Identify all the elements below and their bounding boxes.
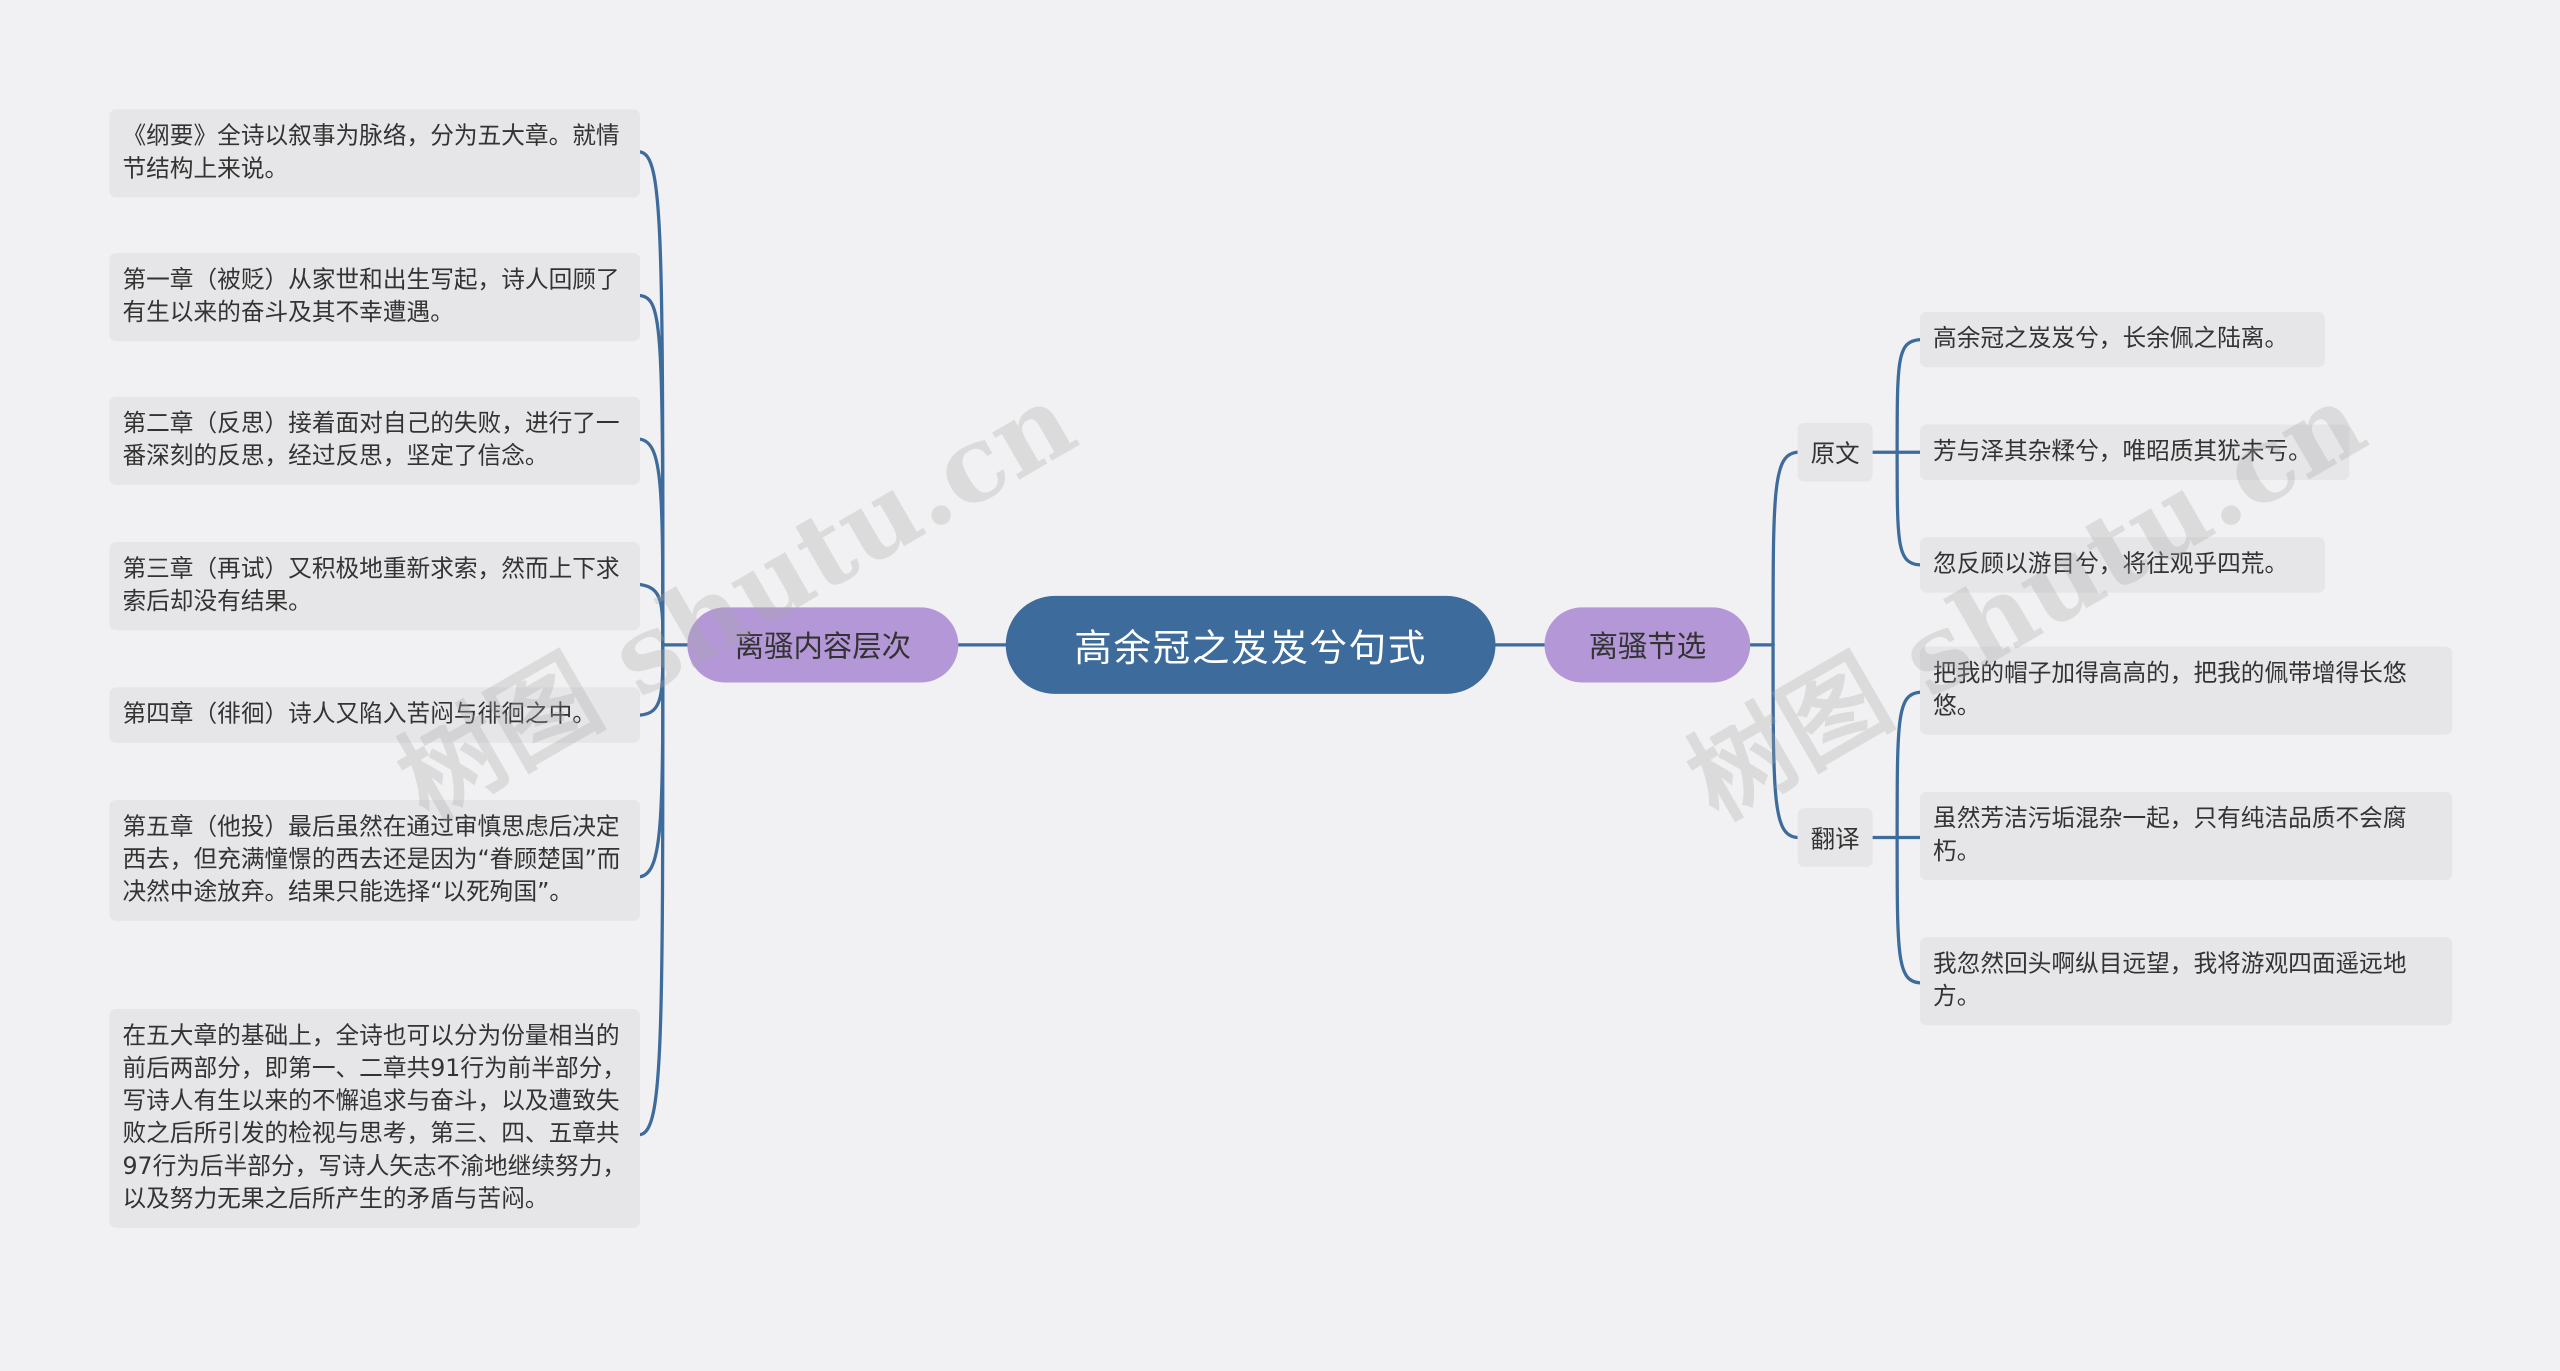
link-orig-1 bbox=[1895, 337, 1922, 454]
leaf-outline[interactable]: 《纲要》全诗以叙事为脉络，分为五大章。就情节结构上来说。 bbox=[109, 109, 640, 198]
leaf-chapter-4[interactable]: 第四章（徘徊）诗人又陷入苦闷与徘徊之中。 bbox=[109, 687, 640, 743]
link-left-3 bbox=[638, 437, 665, 647]
translation-line-3[interactable]: 我忽然回头啊纵目远望，我将游观四面遥远地方。 bbox=[1919, 937, 2453, 1026]
subtopic-translation[interactable]: 翻译 bbox=[1797, 808, 1873, 867]
branch-excerpt[interactable]: 离骚节选 bbox=[1544, 607, 1751, 683]
leaf-chapter-5[interactable]: 第五章（他投）最后虽然在通过审慎思虑后决定西去，但充满憧憬的西去还是因为“眷顾楚… bbox=[109, 799, 640, 921]
leaf-chapter-2[interactable]: 第二章（反思）接着面对自己的失败，进行了一番深刻的反思，经过反思，坚定了信念。 bbox=[109, 396, 640, 485]
link-left-1 bbox=[638, 150, 665, 647]
link-right-translation bbox=[1771, 643, 1800, 840]
leaf-two-parts[interactable]: 在五大章的基础上，全诗也可以分为份量相当的前后两部分，即第一、二章共91行为前半… bbox=[109, 1008, 640, 1228]
translation-line-2[interactable]: 虽然芳洁污垢混杂一起，只有纯洁品质不会腐朽。 bbox=[1919, 791, 2453, 880]
translation-line-1[interactable]: 把我的帽子加得高高的，把我的佩带增得长悠悠。 bbox=[1919, 646, 2453, 735]
link-right-original bbox=[1771, 450, 1800, 647]
original-line-1[interactable]: 高余冠之岌岌兮，长余佩之陆离。 bbox=[1919, 311, 2325, 368]
link-left-4 bbox=[638, 582, 665, 647]
link-orig-3 bbox=[1895, 450, 1922, 567]
leaf-chapter-1[interactable]: 第一章（被贬）从家世和出生写起，诗人回顾了有生以来的奋斗及其不幸遭遇。 bbox=[109, 253, 640, 342]
link-trans-1 bbox=[1895, 690, 1922, 840]
branch-content-levels[interactable]: 离骚内容层次 bbox=[687, 607, 959, 683]
original-line-3[interactable]: 忽反顾以游目兮，将往观乎四荒。 bbox=[1919, 537, 2325, 593]
link-left-6 bbox=[638, 643, 665, 879]
subtopic-original-text[interactable]: 原文 bbox=[1797, 422, 1873, 482]
link-trans-3 bbox=[1895, 835, 1922, 985]
original-line-2[interactable]: 芳与泽其杂糅兮，唯昭质其犹未亏。 bbox=[1919, 424, 2350, 480]
leaf-chapter-3[interactable]: 第三章（再试）又积极地重新求索，然而上下求索后却没有结果。 bbox=[109, 542, 640, 631]
link-left-7 bbox=[638, 643, 665, 1137]
link-left-5 bbox=[638, 643, 665, 717]
root-topic[interactable]: 高余冠之岌岌兮句式 bbox=[1005, 595, 1496, 694]
